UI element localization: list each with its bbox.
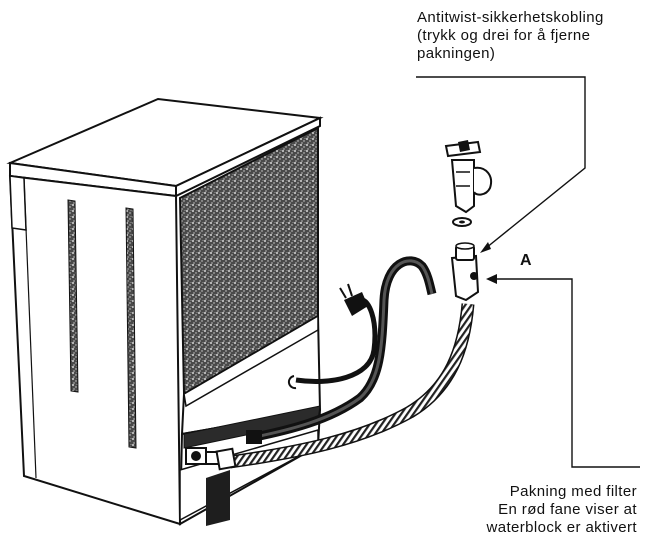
filter-label-line: Pakning med filter [509, 483, 637, 500]
front-slot-left [67, 199, 79, 393]
coupling-label-line: Antitwist-sikkerhetskobling [417, 9, 604, 26]
waterblock-filter [450, 242, 480, 302]
filter-label-line: waterblock er aktivert [486, 519, 637, 536]
coupling-label: Antitwist-sikkerhetskobling (trykk og dr… [417, 9, 604, 63]
water-tap [444, 140, 492, 214]
power-cable [295, 297, 378, 384]
gasket [452, 217, 472, 227]
power-plug [339, 283, 368, 316]
callout-a-label: A [520, 252, 532, 269]
filter-label: Pakning med filter En rød fane viser at … [486, 483, 637, 537]
coupling-leader [416, 76, 586, 249]
filter-leader [494, 278, 640, 468]
filter-label-line: En rød fane viser at [498, 501, 637, 518]
inlet-connector [185, 447, 237, 471]
coupling-arrowhead [480, 242, 491, 253]
front-slot-right [125, 207, 137, 449]
coupling-label-line: (trykk og drei for å fjerne [417, 27, 591, 44]
filter-arrowhead [486, 274, 497, 284]
coupling-label-line: pakningen) [417, 45, 496, 62]
